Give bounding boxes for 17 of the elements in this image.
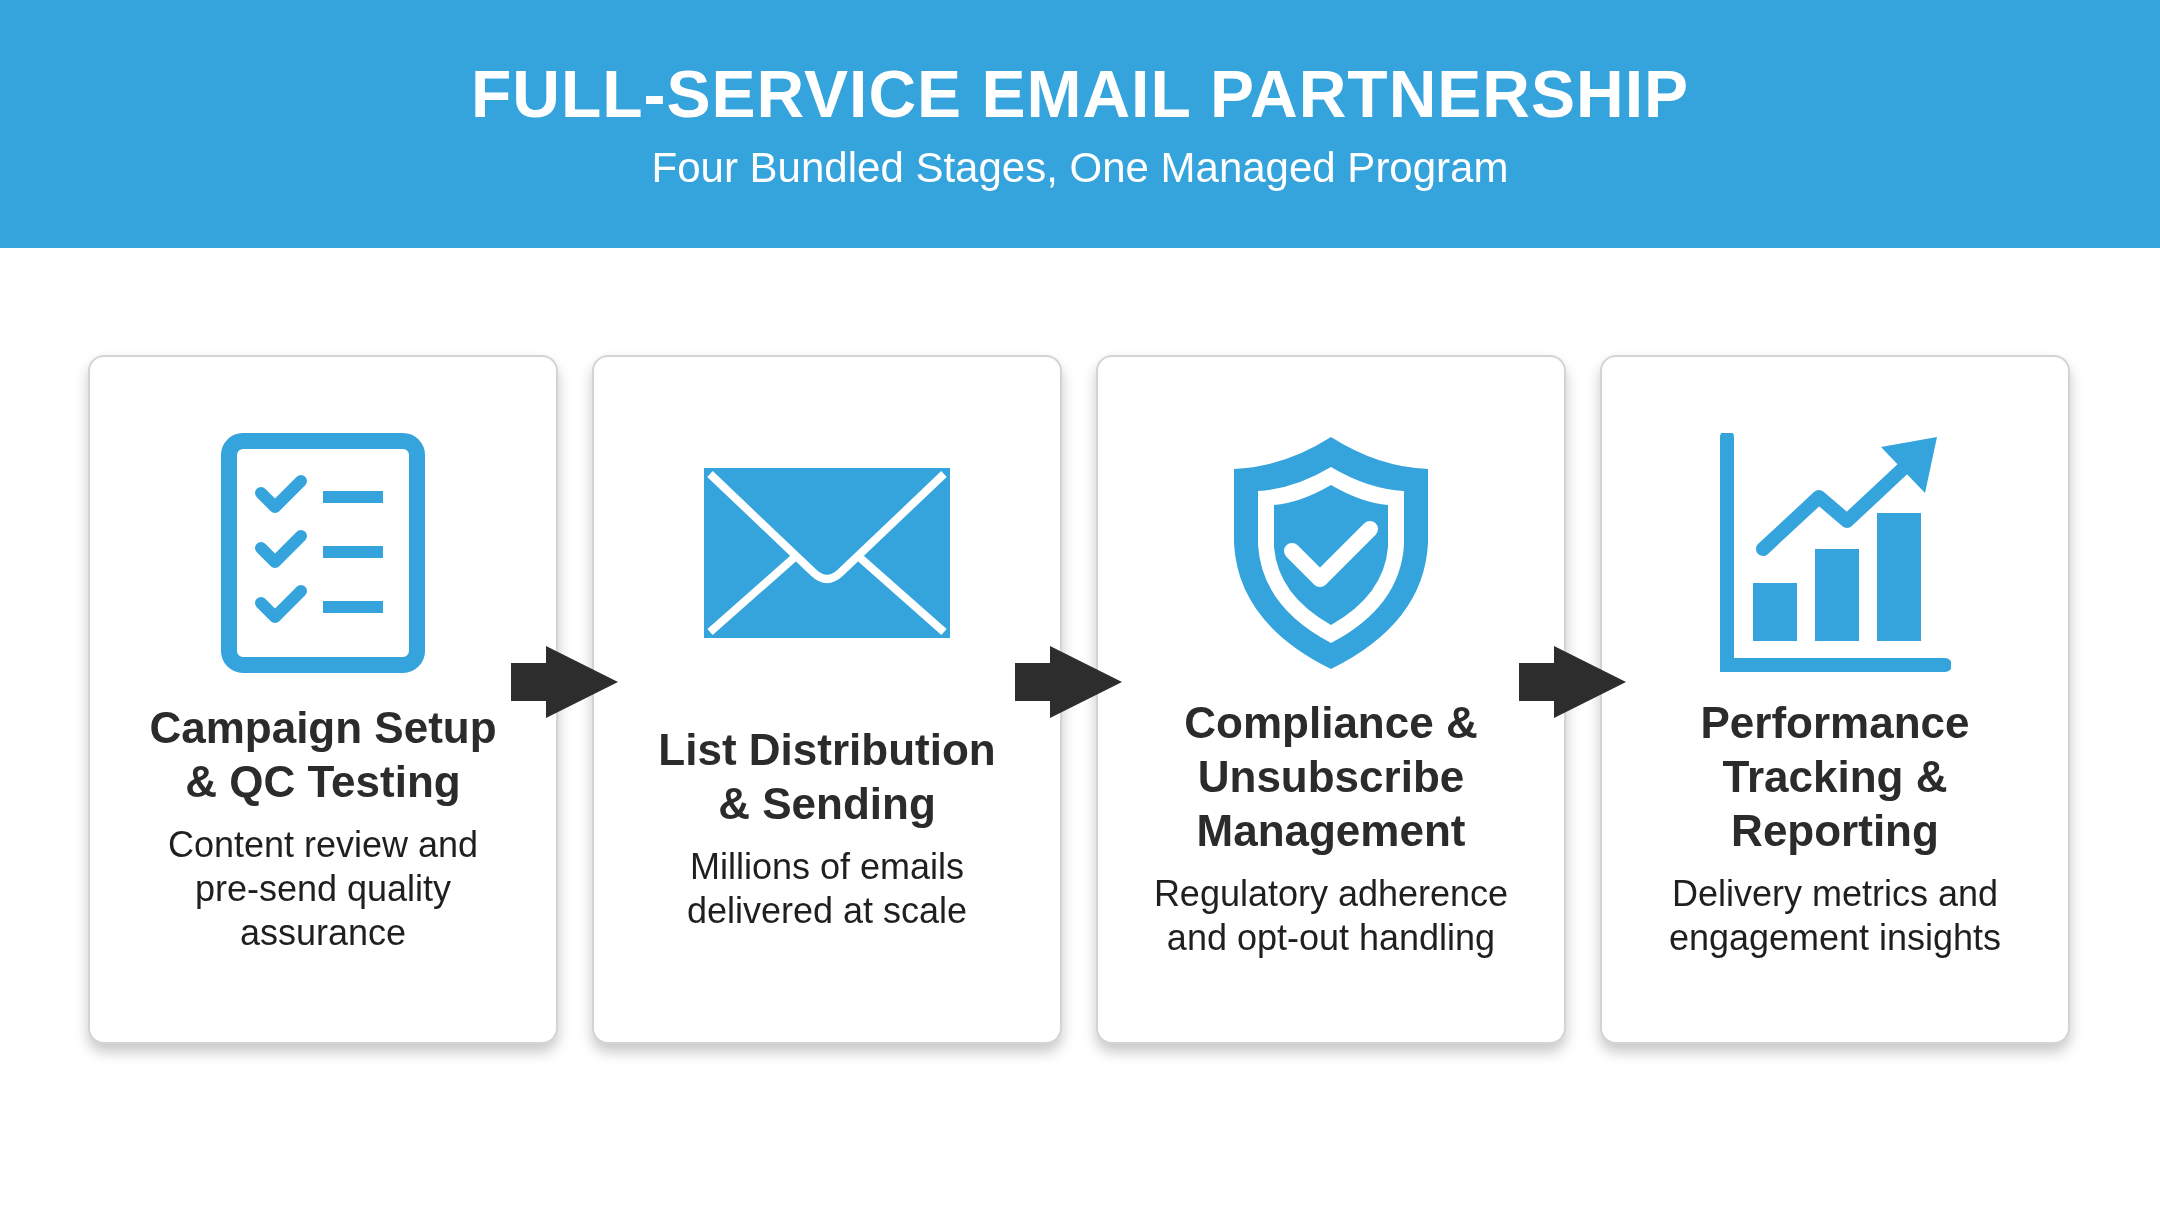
arrow [1015,645,1123,719]
stage-title: Campaign Setup & QC Testing [148,701,498,808]
title: FULL-SERVICE EMAIL PARTNERSHIP [470,56,1690,132]
stage-description: Millions of emails delivered at scale [685,844,969,933]
stage-title: Performance Tracking & Reporting [1699,696,1971,857]
stage-title: Compliance & Unsubscribe Management [1183,696,1479,857]
stage-card [1600,355,2070,1044]
stage-description: Regulatory adherence and opt-out handling [1152,871,1510,960]
arrow [1519,645,1627,719]
stage-description: Delivery metrics and engagement insights [1667,871,2003,960]
stage-title: List Distribution & Sending [657,723,997,830]
subtitle: Four Bundled Stages, One Managed Program [651,144,1509,192]
stage-card [88,355,558,1044]
stage-description: Content review and pre-send quality assurance [166,822,480,955]
arrow [511,645,619,719]
stage-card [592,355,1062,1044]
stage-card [1096,355,1566,1044]
